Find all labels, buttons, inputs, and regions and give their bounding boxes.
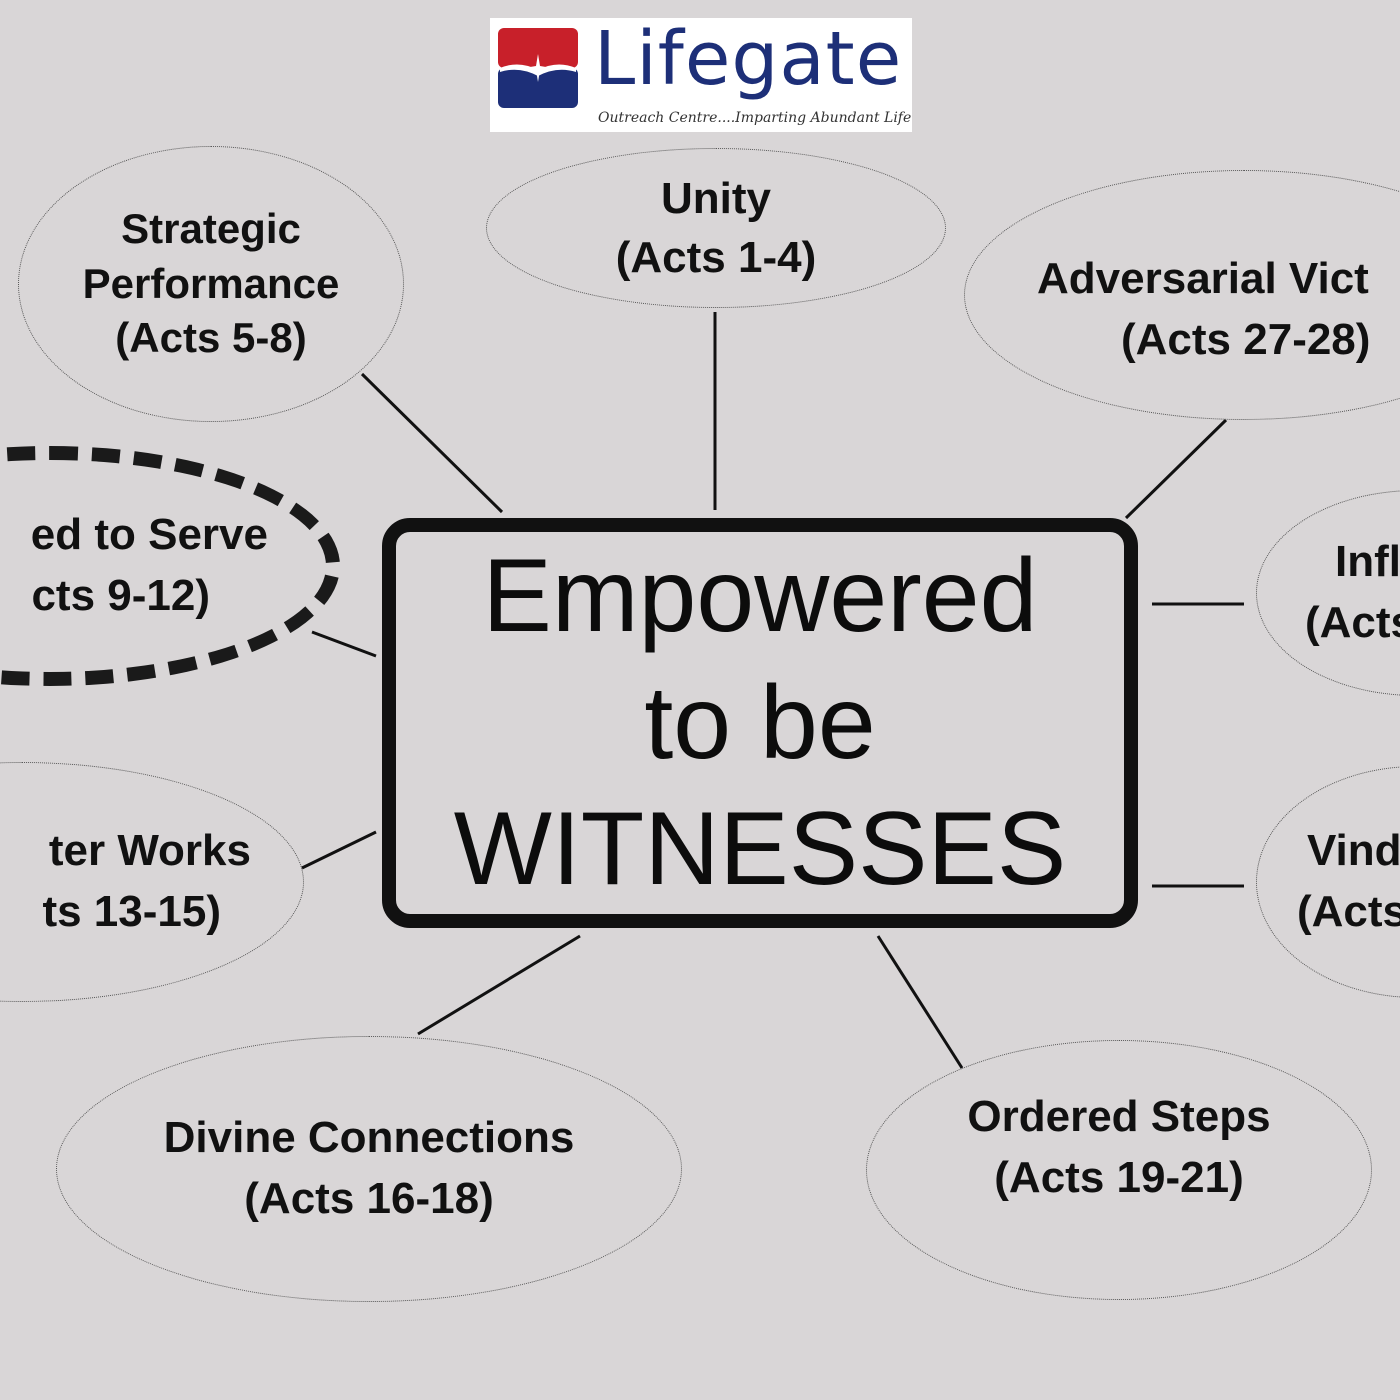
center-line-2: to be (644, 664, 876, 781)
node-divine-connections: Divine Connections (Acts 16-18) (56, 1036, 682, 1302)
node-reference: (Acts 27-28) (1121, 314, 1371, 364)
node-reference: ts 13-15) (42, 887, 221, 936)
node-label: Performance (82, 259, 340, 307)
gate-book-icon (498, 28, 578, 108)
logo-wordmark: Lifegate (594, 16, 903, 102)
node-greater-works: ter Works ts 13-15) (0, 762, 304, 1002)
node-reference: cts 9-12) (31, 571, 210, 620)
node-label: Strategic (121, 205, 301, 253)
node-reference: (Acts 1-4) (615, 233, 817, 282)
node-reference: (Acts 5-8) (115, 314, 307, 362)
connector-adversarial (1124, 418, 1228, 520)
logo-tagline: Outreach Centre....Imparting Abundant Li… (598, 110, 912, 126)
connector-strategic (360, 372, 504, 514)
node-label: Infl (1335, 537, 1400, 587)
node-label: Ordered Steps (967, 1092, 1271, 1141)
node-label: ter Works (48, 826, 251, 876)
lifegate-logo: Lifegate Outreach Centre....Imparting Ab… (490, 18, 912, 132)
node-reference: (Acts (1297, 887, 1400, 936)
node-reference: (Acts 16-18) (244, 1174, 494, 1223)
connector-ordered (876, 935, 964, 1069)
node-reference: (Acts (1305, 598, 1400, 647)
node-label: Divine Connections (163, 1113, 575, 1163)
connector-divine (417, 934, 581, 1036)
node-label: Vind (1307, 826, 1400, 876)
center-line-3: WITNESSES (453, 791, 1067, 908)
connector-greater (301, 830, 377, 870)
node-ordered-steps: Ordered Steps (Acts 19-21) (866, 1040, 1372, 1300)
node-strategic-performance: Strategic Performance (Acts 5-8) (18, 146, 404, 422)
connector-equipped (311, 630, 377, 658)
center-line-1: Empowered (482, 537, 1038, 654)
center-topic-box: Empowered to be WITNESSES (382, 518, 1138, 928)
node-label: ed to Serve (30, 510, 268, 560)
node-reference: (Acts 19-21) (994, 1152, 1244, 1202)
node-label: Unity (661, 173, 771, 223)
node-unity: Unity (Acts 1-4) (486, 148, 946, 308)
node-label: Adversarial Vict (1037, 254, 1369, 303)
